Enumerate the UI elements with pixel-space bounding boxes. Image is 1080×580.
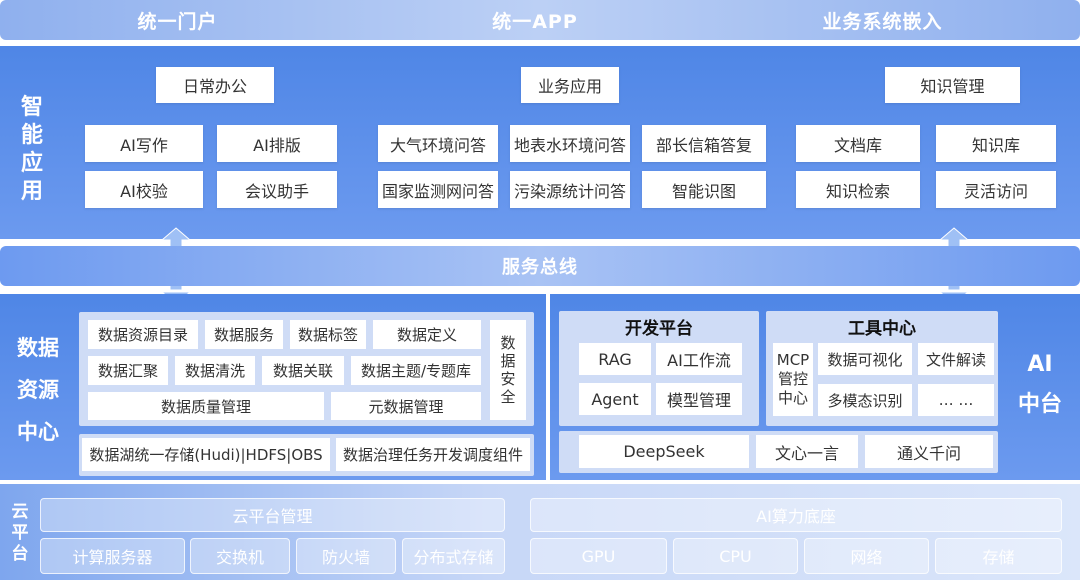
compute-server-item: 计算服务器: [40, 538, 185, 574]
pollution-stats-qa-item: 污染源统计问答: [510, 171, 630, 208]
data-lake-storage-item: 数据湖统一存储(Hudi)|HDFS|OBS: [82, 438, 330, 471]
daily-office-header: 日常办公: [156, 67, 274, 103]
smart-image-item: 智能识图: [642, 171, 766, 208]
knowledge-search-item: 知识检索: [796, 171, 920, 208]
flexible-access-item: 灵活访问: [936, 171, 1056, 208]
network-item: 网络: [804, 538, 929, 574]
data-cleaning-item: 数据清洗: [175, 356, 255, 385]
unified-portal-label: 统一门户: [137, 10, 218, 33]
agent-item: Agent: [579, 383, 651, 415]
meeting-assistant-item: 会议助手: [217, 171, 337, 208]
data-tag-item: 数据标签: [290, 320, 366, 349]
data-service-item: 数据服务: [205, 320, 283, 349]
dev-platform-title: 开发平台: [625, 318, 693, 339]
ai-workflow-item: AI工作流: [656, 343, 742, 375]
ai-check-item: AI校验: [85, 171, 203, 208]
business-app-header: 业务应用: [521, 67, 619, 103]
air-env-qa-item: 大气环境问答: [378, 125, 498, 162]
ai-compute-title: AI算力底座: [530, 498, 1062, 532]
tool-center-title: 工具中心: [848, 318, 916, 339]
storage-item: 存储: [935, 538, 1062, 574]
ai-writing-item: AI写作: [85, 125, 203, 162]
minister-mailbox-item: 部长信箱答复: [642, 125, 766, 162]
doc-library-item: 文档库: [796, 125, 920, 162]
data-quality-item: 数据质量管理: [88, 392, 324, 420]
firewall-item: 防火墙: [296, 538, 396, 574]
switch-item: 交换机: [190, 538, 290, 574]
distributed-storage-item: 分布式存储: [402, 538, 505, 574]
business-embed-label: 业务系统嵌入: [822, 10, 943, 33]
surface-water-qa-item: 地表水环境问答: [510, 125, 630, 162]
cpu-item: CPU: [673, 538, 798, 574]
cloud-mgmt-title: 云平台管理: [40, 498, 505, 532]
rag-item: RAG: [579, 343, 651, 375]
data-center-title: 数据资源中心: [17, 336, 59, 444]
service-bus: 服务总线: [0, 246, 1080, 286]
file-interpretation-item: 文件解读: [918, 343, 994, 375]
data-aggregation-item: 数据汇聚: [88, 356, 168, 385]
data-association-item: 数据关联: [262, 356, 344, 385]
data-definition-item: 数据定义: [373, 320, 481, 349]
cloud-platform-panel: [0, 484, 1080, 580]
deepseek-model: DeepSeek: [579, 435, 749, 468]
governance-scheduling-item: 数据治理任务开发调度组件: [336, 438, 530, 471]
smart-app-title: 智能应用: [20, 95, 43, 204]
unified-app-label: 统一APP: [492, 10, 578, 33]
more-tools-item: … …: [918, 384, 994, 416]
gpu-item: GPU: [530, 538, 667, 574]
ai-layout-item: AI排版: [217, 125, 337, 162]
cloud-platform-title: 云平台: [11, 501, 29, 564]
data-security-item: 数据安全: [490, 320, 526, 420]
data-catalog-item: 数据资源目录: [88, 320, 198, 349]
tongyi-model: 通义千问: [865, 435, 993, 468]
access-band: [0, 0, 1080, 40]
wenxin-model: 文心一言: [756, 435, 858, 468]
data-visualization-item: 数据可视化: [818, 343, 912, 375]
metadata-mgmt-item: 元数据管理: [331, 392, 481, 420]
multimodal-recognition-item: 多模态识别: [818, 384, 912, 416]
data-topic-library-item: 数据主题/专题库: [351, 356, 481, 385]
knowledge-base-item: 知识库: [936, 125, 1056, 162]
model-mgmt-item: 模型管理: [656, 383, 742, 415]
national-network-qa-item: 国家监测网问答: [378, 171, 498, 208]
knowledge-mgmt-header: 知识管理: [885, 67, 1020, 103]
